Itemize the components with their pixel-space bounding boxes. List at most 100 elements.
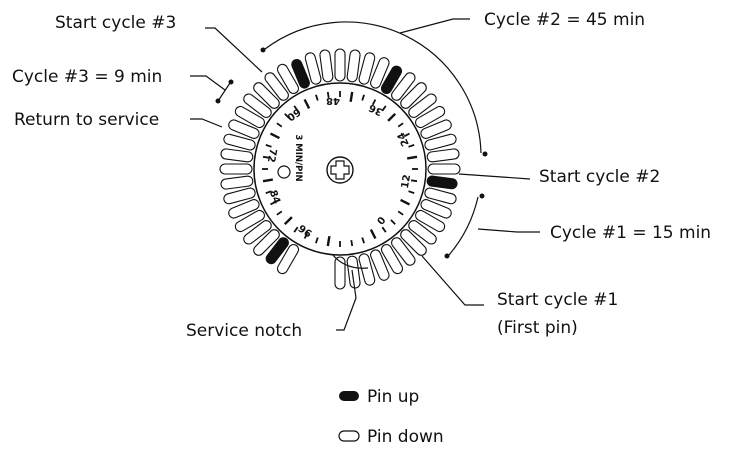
pin-down [220,148,254,163]
pin-down [276,63,300,94]
label-first-pin: (First pin) [497,318,578,338]
dial-tick [371,99,377,106]
pin-down [380,244,404,275]
dial-tick [403,132,410,138]
dial-tick [262,178,273,183]
dial-tick [361,94,365,101]
arc-end-dots [215,47,488,259]
pin-down [234,209,265,233]
pin-down [370,57,390,89]
legend-pin-down: Pin down [367,427,444,447]
pin-down [408,93,437,118]
pin-down [391,72,416,101]
pin-down [253,82,280,109]
dial-tick [400,198,411,206]
pin-down [228,199,260,219]
leader-start-cycle-2 [458,173,531,180]
dial-tick [303,98,311,109]
label-start-cycle-1: Start cycle #1 [497,290,618,310]
pin-down [426,148,460,163]
scale-label-48: 48 [326,95,340,106]
dial-tick [283,216,293,226]
pin-ring [219,48,461,290]
pin-down [415,209,446,233]
pin-down [319,49,334,83]
leader-cycle-3 [190,75,226,91]
label-cycle-2: Cycle #2 = 45 min [484,10,645,30]
pin-up [265,237,289,265]
dial-tick [276,122,283,128]
pin-down [276,244,300,275]
label-cycle-1: Cycle #1 = 15 min [550,223,711,243]
pin-down [334,48,346,82]
legend-pin-up: Pin up [367,387,419,407]
dial-tick [410,179,418,183]
pin-down [346,255,361,289]
dial-tick [361,237,365,244]
dial-tick [293,105,299,112]
leader-return-to-service [190,118,223,128]
leader-service-notch [336,269,357,331]
scale-label-24: 24 [396,130,412,147]
dial-tick [397,122,404,128]
scale-label-12: 12 [400,174,413,190]
pin-up [380,65,403,95]
dial-tick [350,239,354,247]
leader-cycle-1 [477,228,540,233]
pin-down [253,229,280,256]
dial-tick [326,91,330,99]
pin-down [358,52,376,85]
cycle-1-arc [448,196,479,256]
pin-down [223,133,256,151]
dial-ticks [262,91,418,247]
dial-tick [381,226,387,233]
service-notch-edge [331,253,369,269]
pin-down [391,237,416,266]
leader-cycle-2 [399,18,470,34]
pin-down [264,72,289,101]
pin-down [415,105,446,129]
dial-tick [408,190,415,194]
min-per-pin-label: 3 MIN/PIN [293,134,303,181]
dial-tick [265,190,272,194]
dial-tick [284,113,290,119]
cycle-2-arc [264,21,482,154]
pin-down [408,220,437,245]
label-start-cycle-3: Start cycle #3 [55,13,176,33]
pin-down [427,163,461,175]
label-return-to-service: Return to service [14,110,159,130]
scale-label-84: 84 [267,189,282,206]
dial-tick [265,144,272,148]
dial-tick [262,155,270,159]
pin-down [228,119,260,139]
dial-tick [407,155,418,160]
pin-up-icon [339,391,359,401]
dial-tick [270,200,277,206]
dial-tick [381,105,387,112]
label-cycle-3: Cycle #3 = 9 min [12,67,162,87]
dial-tick [303,232,309,239]
dial-tick [276,210,283,216]
dial-tick [397,210,404,216]
dial-tick [269,132,280,140]
dial-tick [326,236,331,247]
pin-down [358,253,376,286]
leader-start-cycle-3 [205,27,263,73]
pin-up [426,175,458,190]
pin-down [424,187,457,205]
leader-start-cycle-1 [421,255,484,306]
dial-tick [387,112,397,122]
pin-down [220,175,254,190]
pin-down-icon [338,430,360,442]
pin-down [219,163,253,175]
label-service-notch: Service notch [186,321,302,341]
pin-down [420,119,452,139]
pin-down [234,105,265,129]
pin-down [334,256,346,290]
pin-down [400,82,427,109]
pin-down [424,133,457,151]
legend: Pin up Pin down [338,387,444,447]
dial-tick [315,237,319,244]
